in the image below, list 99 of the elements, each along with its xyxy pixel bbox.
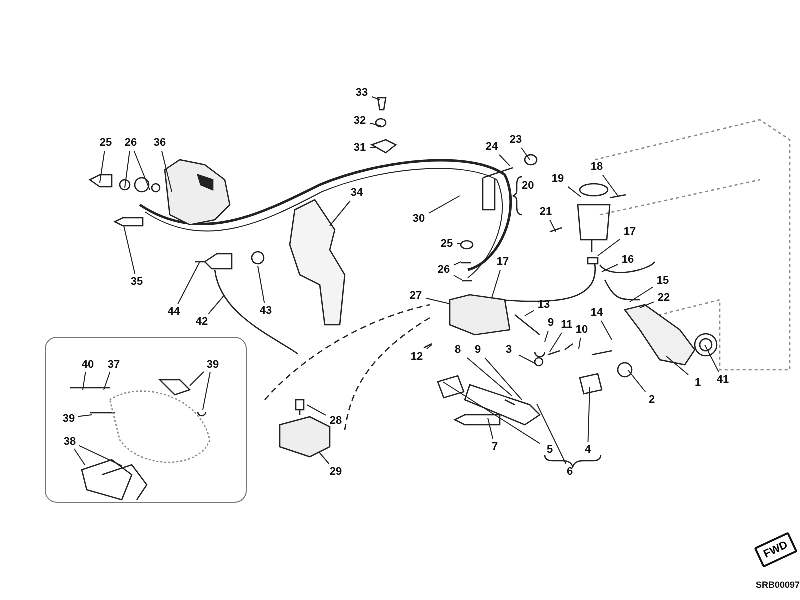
callout-number: 26 [121,135,141,151]
callout-number: 38 [60,434,80,450]
callout-number: 6 [560,464,580,480]
callout-number: 36 [150,135,170,151]
callout-number: 39 [59,411,79,427]
leader-line [536,404,567,464]
leader-line [488,418,494,440]
callout-number: 27 [406,288,426,304]
leader-line [640,302,654,308]
leader-line [454,275,462,280]
callout-number: 18 [587,159,607,175]
callout-number: 26 [434,262,454,278]
callout-number: 5 [540,442,560,458]
callout-number: 40 [78,357,98,373]
leader-line [202,372,211,410]
callout-number: 28 [326,413,346,429]
leader-line [600,320,612,340]
callout-number: 1 [688,375,708,391]
leader-line [104,372,111,390]
leader-line [666,356,690,376]
leader-line [78,445,122,466]
callout-number: 37 [104,357,124,373]
callout-number: 24 [482,139,502,155]
leader-line [124,226,136,274]
callout-number: 19 [548,171,568,187]
leader-line [544,330,549,342]
inset-panel [45,337,247,503]
leader-line [161,150,172,192]
leader-line [178,262,200,304]
leader-line [466,358,512,396]
callout-number: 41 [713,372,733,388]
callout-number: 3 [499,342,519,358]
leader-line [602,174,618,196]
callout-number: 12 [407,349,427,365]
leader-line [704,344,720,372]
leader-line [630,286,654,302]
callout-number: 22 [654,290,674,306]
callout-number: 16 [618,252,638,268]
callout-number: 2 [642,392,662,408]
leader-line [578,338,582,350]
leader-line [426,298,450,304]
leader-line [518,354,536,364]
leader-line [524,310,534,316]
callout-number: 42 [192,314,212,330]
callout-number: 4 [578,442,598,458]
callout-number: 9 [468,342,488,358]
leader-line [134,150,150,190]
leader-line [602,264,618,272]
callout-number: 25 [437,236,457,252]
leader-line [124,150,130,188]
callout-number: 14 [587,305,607,321]
callout-number: 39 [203,357,223,373]
callout-number: 31 [350,140,370,156]
leader-line [568,186,582,198]
leader-line [499,154,510,166]
callout-number: 34 [347,185,367,201]
leader-line [428,196,460,214]
leader-line [588,386,590,442]
leader-line [521,148,530,160]
leader-line [370,122,382,126]
leader-line [550,332,562,352]
callout-number: 7 [485,439,505,455]
drawing-code: SRB00097 [756,580,800,590]
leader-line [484,358,522,400]
leader-line [330,200,351,226]
callout-number: 13 [534,297,554,313]
callout-number: 35 [127,274,147,290]
callout-number: 23 [506,132,526,148]
callout-number: 30 [409,211,429,227]
leader-line [190,372,204,386]
leader-line [208,296,224,314]
callout-number: 15 [653,273,673,289]
callout-number: 29 [326,464,346,480]
leader-line [318,452,330,464]
callout-number: 33 [352,85,372,101]
callout-number: 17 [493,254,513,270]
leader-line [550,220,556,232]
callout-number: 17 [620,224,640,240]
leader-line [74,448,86,466]
callout-number: 21 [536,204,556,220]
callout-number: 8 [448,342,468,358]
callout-number: 43 [256,303,276,319]
direction-sign: FWD [754,532,798,568]
leader-line [492,270,502,298]
leader-line [258,266,266,304]
leader-line [454,262,462,266]
leader-line [100,150,106,184]
bracket-callout-number: 20 [522,180,534,192]
leader-line [372,96,380,100]
leader-line [78,414,92,418]
leader-line [628,370,646,392]
leader-line [82,372,86,390]
callout-number: 32 [350,113,370,129]
leader-line [598,239,620,256]
leader-line [442,382,540,444]
leader-line [426,344,432,350]
callout-number: 25 [96,135,116,151]
callout-number: 44 [164,304,184,320]
leader-line [306,404,326,416]
